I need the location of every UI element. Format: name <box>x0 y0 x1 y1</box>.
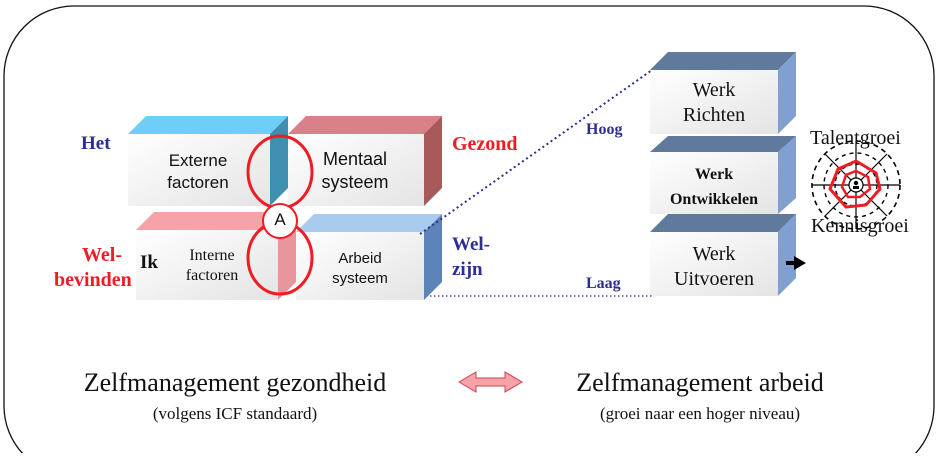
circle-a-label: A <box>274 210 286 229</box>
welbevinden-label: Wel- bevinden <box>54 243 132 293</box>
werk-uitvoeren-line1: Werk <box>692 243 736 265</box>
het-label: Het <box>81 133 111 154</box>
werk-richten-line1: Werk <box>692 79 736 101</box>
werk-richten-line2: Richten <box>682 104 746 126</box>
arbeid-line2: systeem <box>332 270 388 288</box>
right-bottom-subtitle: (groei naar een hoger niveau) <box>599 404 801 423</box>
arbeid-systeem-label: Arbeid systeem <box>300 249 420 290</box>
arbeid-line1: Arbeid <box>338 250 382 267</box>
welbevinden-line2: bevinden <box>54 269 132 291</box>
box-externe-factoren <box>128 116 288 206</box>
circle-a-marker <box>262 203 298 239</box>
left-bottom-title: Zelfmanagement gezondheid <box>83 368 387 397</box>
double-arrow-icon <box>458 371 523 393</box>
welzijn-line1: Wel- <box>452 234 490 255</box>
werk-ontwikkelen-label: Werk Ontwikkelen <box>652 163 776 213</box>
externe-line2: factoren <box>167 173 229 193</box>
gezond-label: Gezond <box>452 133 518 155</box>
laag-label: Laag <box>586 275 621 292</box>
externe-factoren-label: Externe factoren <box>136 150 260 194</box>
werk-ontwikkelen-line2: Ontwikkelen <box>669 190 758 208</box>
frame-border <box>3 5 935 458</box>
mentaal-systeem-label: Mentaal systeem <box>292 148 418 195</box>
box-werk-ontwikkelen <box>650 136 796 214</box>
werk-uitvoeren-label: Werk Uitvoeren <box>652 242 776 292</box>
werk-richten-label: Werk Richten <box>652 78 776 128</box>
mentaal-line1: Mentaal <box>322 149 388 169</box>
interne-line2: factoren <box>185 267 239 284</box>
werk-ontwikkelen-line1: Werk <box>694 166 734 183</box>
hoog-label: Hoog <box>586 121 623 138</box>
target-radar-icon <box>811 140 901 230</box>
welzijn-line2: zijn <box>452 258 483 280</box>
left-bottom-subtitle: (volgens ICF standaard) <box>152 404 318 423</box>
right-bottom-title: Zelfmanagement arbeid <box>576 368 824 397</box>
box-werk-uitvoeren <box>650 214 796 296</box>
werk-uitvoeren-line2: Uitvoeren <box>674 268 754 290</box>
dotted-line-hoog <box>419 69 653 235</box>
talentgroei-label: Talentgroei <box>810 127 901 149</box>
welbevinden-line1: Wel- <box>82 244 122 266</box>
kennisgroei-label: Kennisgroei <box>811 215 909 237</box>
mentaal-line2: systeem <box>321 172 389 193</box>
ik-label: Ik <box>140 252 158 273</box>
arrow-right-icon <box>786 256 806 270</box>
box-arbeid-systeem <box>296 214 442 300</box>
externe-line1: Externe <box>168 151 228 170</box>
box-werk-richten <box>650 52 796 134</box>
interne-line1: Interne <box>189 247 235 264</box>
welzijn-label: Wel- zijn <box>452 233 490 282</box>
interne-factoren-label: Interne factoren <box>164 246 260 286</box>
